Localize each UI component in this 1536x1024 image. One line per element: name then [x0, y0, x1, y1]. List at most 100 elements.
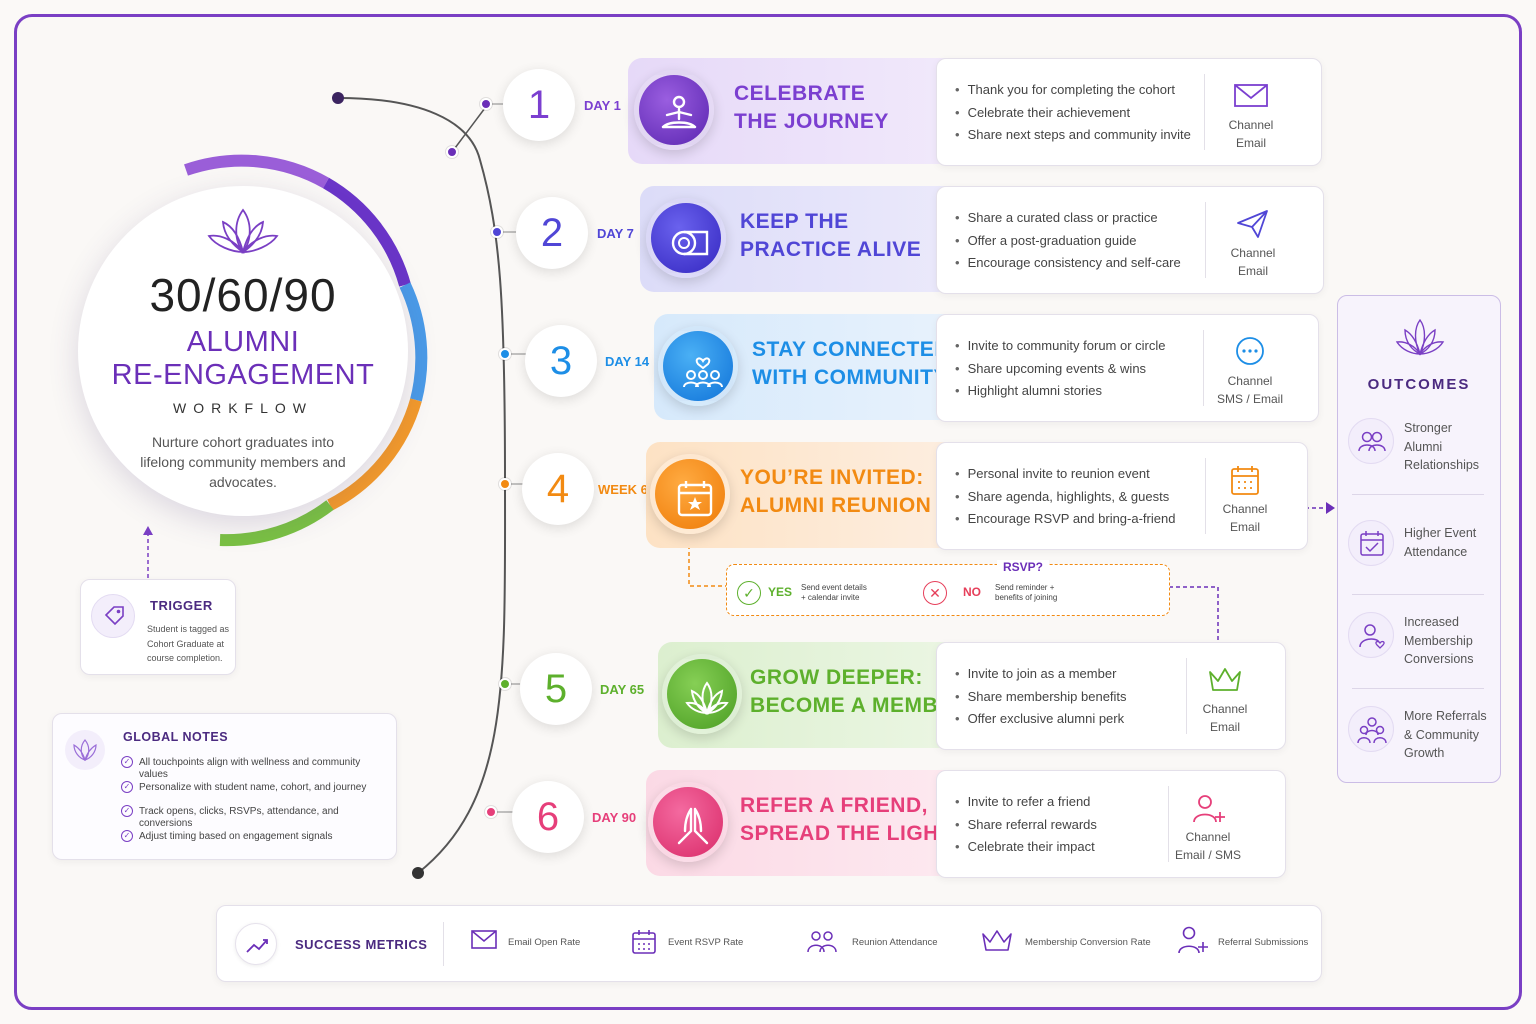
lotus-icon — [207, 208, 279, 255]
step-bullet: Thank you for completing the cohort — [955, 79, 1191, 102]
x-icon: ✕ — [923, 581, 947, 605]
step-bullet: Invite to join as a member — [955, 663, 1127, 686]
trigger-text: Student is tagged as Cohort Graduate at … — [147, 624, 230, 663]
metric-label: Membership Conversion Rate — [1025, 937, 1151, 948]
trigger-card: TRIGGER Student is tagged as Cohort Grad… — [80, 579, 236, 675]
step-number-circle: 1 — [503, 69, 575, 141]
trend-icon — [235, 923, 277, 965]
global-note-item: ✓ All touchpoints align with wellness an… — [121, 756, 391, 781]
praying-hands-icon — [648, 782, 728, 862]
success-metrics-title: SUCCESS METRICS — [295, 937, 428, 952]
yoga-mat-icon — [646, 198, 726, 278]
metric-label: Event RSVP Rate — [668, 937, 744, 948]
step-day: DAY 65 — [600, 682, 645, 697]
step-bullets: Thank you for completing the cohortCeleb… — [955, 79, 1191, 147]
outcomes-title: OUTCOMES — [1367, 376, 1471, 393]
step-bullet: Invite to community forum or circle — [955, 335, 1166, 358]
hero-title-line2: RE-ENGAGEMENT — [111, 359, 375, 391]
people-icon — [1348, 418, 1394, 464]
step-number-circle: 2 — [516, 197, 588, 269]
chat-bubble-icon — [1205, 336, 1295, 372]
step-number-circle: 4 — [522, 453, 594, 525]
crown-icon — [980, 928, 1014, 959]
timeline-dot — [480, 98, 492, 110]
step-number: 2 — [540, 211, 564, 255]
hero-circle: 30/60/90 ALUMNI RE-ENGAGEMENT WORKFLOW N… — [78, 186, 408, 516]
step-bullet: Share agenda, highlights, & guests — [955, 486, 1175, 509]
rsvp-yes: YES — [768, 585, 793, 599]
step-bullet: Share referral rewards — [955, 814, 1097, 837]
hero-title-line1: ALUMNI — [186, 326, 300, 358]
step-bullets: Share a curated class or practiceOffer a… — [955, 207, 1181, 275]
check-icon: ✓ — [121, 829, 133, 842]
timeline-dot — [485, 806, 497, 818]
step-bullet: Share upcoming events & wins — [955, 358, 1166, 381]
step-bullet: Offer exclusive alumni perk — [955, 708, 1127, 731]
timeline-dot — [446, 146, 458, 158]
step-bullet: Offer a post-graduation guide — [955, 230, 1181, 253]
step-day: DAY 14 — [605, 354, 650, 369]
tag-icon — [91, 594, 135, 638]
metric-label: Referral Submissions — [1218, 937, 1309, 948]
divider — [1352, 688, 1484, 689]
calendar-check-icon — [1348, 520, 1394, 566]
divider — [1352, 494, 1484, 495]
metric-label: Reunion Attendance — [852, 937, 938, 948]
step-bullet: Personal invite to reunion event — [955, 463, 1175, 486]
step-number: 3 — [549, 339, 573, 383]
step-day: DAY 1 — [584, 98, 621, 113]
crown-icon — [1180, 664, 1270, 700]
community-icon — [1348, 706, 1394, 752]
step-bullet: Share next steps and community invite — [955, 124, 1191, 147]
step-title: REFER A FRIEND,SPREAD THE LIGHT — [740, 794, 953, 845]
rsvp-yes-text: Send event details+ calendar invite — [801, 583, 867, 602]
step-number: 4 — [546, 467, 570, 511]
step-bullets: Invite to refer a friendShare referral r… — [955, 791, 1097, 859]
check-icon: ✓ — [737, 581, 761, 605]
paper-plane-icon — [1208, 208, 1298, 244]
rsvp-no: NO — [963, 585, 981, 599]
step-number: 6 — [536, 795, 560, 839]
check-icon: ✓ — [121, 780, 133, 793]
success-metrics-bar: SUCCESS METRICS — [216, 905, 1322, 982]
step-day: WEEK 6 — [598, 482, 648, 497]
trigger-label: TRIGGER — [150, 598, 213, 613]
check-icon: ✓ — [121, 756, 133, 768]
rsvp-box: RSVP? ✓ YES Send event details+ calendar… — [726, 560, 1170, 616]
step-bullet: Highlight alumni stories — [955, 380, 1166, 403]
calendar-icon — [1200, 464, 1290, 500]
hero-description: Nurture cohort graduates into lifelong c… — [140, 434, 346, 490]
step-bullet: Encourage RSVP and bring-a-friend — [955, 508, 1176, 531]
hero-subtitle: WORKFLOW — [173, 400, 313, 416]
step-number: 1 — [527, 83, 551, 127]
rsvp-label: RSVP? — [997, 560, 1050, 574]
global-note-item: ✓ Personalize with student name, cohort,… — [121, 780, 391, 806]
hero-numbers: 30/60/90 — [149, 269, 337, 321]
step-bullet: Share membership benefits — [955, 686, 1127, 709]
lotus-icon — [662, 654, 742, 734]
step-bullet: Invite to refer a friend — [955, 791, 1097, 814]
metric-label: Email Open Rate — [508, 937, 581, 948]
global-note-item: ✓ Adjust timing based on engagement sign… — [121, 829, 391, 855]
add-user-icon — [1176, 925, 1210, 960]
check-icon: ✓ — [121, 805, 133, 817]
timeline-dot — [491, 226, 503, 238]
add-user-icon — [1163, 792, 1253, 828]
lotus-icon — [1395, 318, 1445, 356]
global-note-item: ✓ Track opens, clicks, RSVPs, attendance… — [121, 805, 391, 830]
global-notes-title: GLOBAL NOTES — [123, 730, 229, 744]
